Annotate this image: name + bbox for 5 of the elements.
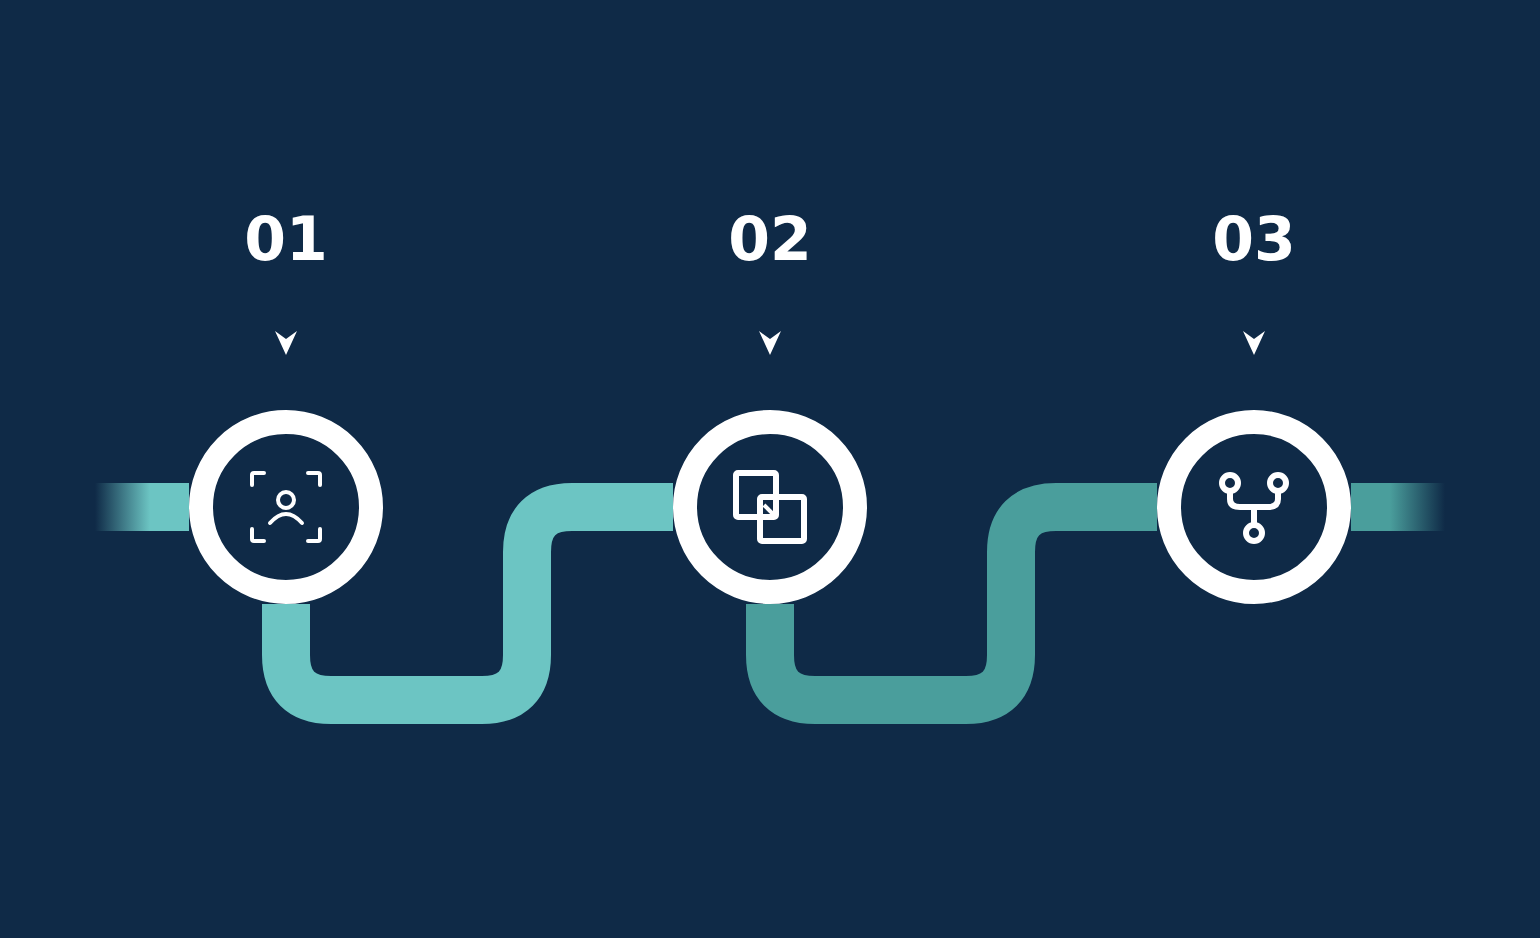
step-number: 03 (1211, 204, 1297, 274)
fading-path-line (1351, 483, 1445, 531)
step-number: 02 (727, 204, 813, 274)
step-number: 01 (243, 204, 329, 274)
fading-path-line (95, 483, 189, 531)
